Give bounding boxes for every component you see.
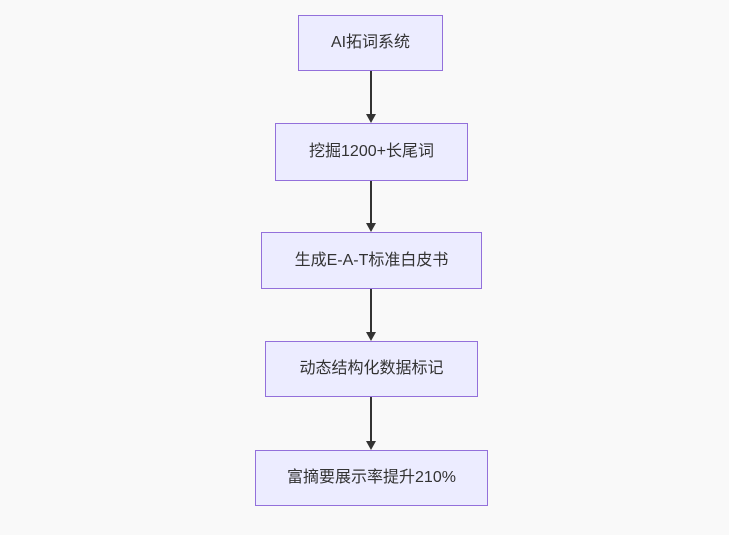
- edge-line: [370, 397, 372, 441]
- node-label: 挖掘1200+长尾词: [309, 143, 434, 161]
- flowchart-node-longtail-mining: 挖掘1200+长尾词: [275, 123, 468, 181]
- flowchart-edge: [366, 181, 376, 232]
- flowchart-node-eat-whitepaper: 生成E-A-T标准白皮书: [261, 232, 482, 289]
- flowchart-edge: [366, 71, 376, 123]
- arrow-down-icon: [366, 441, 376, 450]
- arrow-down-icon: [366, 332, 376, 341]
- flowchart-node-structured-data: 动态结构化数据标记: [265, 341, 478, 397]
- edge-line: [370, 181, 372, 223]
- edge-line: [370, 289, 372, 332]
- node-label: 生成E-A-T标准白皮书: [294, 251, 449, 269]
- flowchart-node-rich-snippet-result: 富摘要展示率提升210%: [255, 450, 488, 506]
- edge-line: [370, 71, 372, 114]
- node-label: AI拓词系统: [330, 34, 411, 52]
- arrow-down-icon: [366, 114, 376, 123]
- flowchart-edge: [366, 397, 376, 450]
- flowchart-edge: [366, 289, 376, 341]
- flowchart-node-ai-system: AI拓词系统: [298, 15, 443, 71]
- arrow-down-icon: [366, 223, 376, 232]
- node-label: 富摘要展示率提升210%: [287, 469, 456, 487]
- node-label: 动态结构化数据标记: [299, 360, 444, 378]
